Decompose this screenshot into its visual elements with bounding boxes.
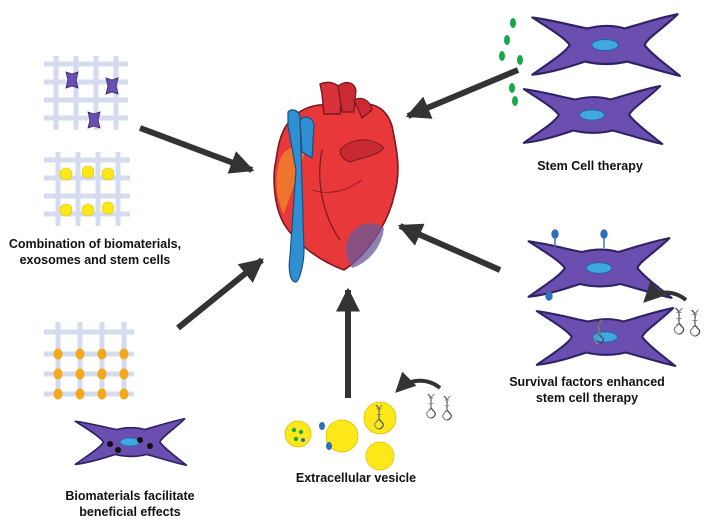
- dna-icon: [673, 307, 685, 335]
- label-stem-cell-therapy: Stem Cell therapy: [520, 158, 660, 174]
- arrow-from-biomaterials: [176, 257, 264, 331]
- heart-icon: [273, 81, 399, 283]
- stem-cell-icon: [535, 306, 677, 368]
- scaffold-orange-dots: [53, 348, 129, 400]
- dna-icon: [442, 395, 452, 421]
- combination-line-1: Combination of biomaterials,: [8, 237, 182, 251]
- arrow-from-stem-cell-therapy: [405, 67, 520, 119]
- label-biomaterials: Biomaterials facilitate beneficial effec…: [40, 488, 220, 520]
- dna-icon: [689, 309, 701, 337]
- extracellular-vesicles: [284, 401, 397, 471]
- stem-cell-icon: [531, 13, 681, 77]
- cell-adhesion-dots: [107, 437, 153, 453]
- stem-cell-icon: [65, 71, 119, 129]
- arrow-from-survival-factors: [397, 223, 502, 273]
- secreted-vesicles: [499, 18, 523, 106]
- biomaterials-line-1: Biomaterials facilitate: [65, 489, 195, 503]
- stem-cell-therapy-text: Stem Cell therapy: [537, 159, 643, 173]
- extracellular-vesicle-text: Extracellular vesicle: [295, 471, 417, 485]
- stem-cell-icon: [522, 84, 664, 146]
- biomaterials-line-2: beneficial effects: [79, 505, 181, 519]
- curved-arrow-icon: [643, 281, 688, 303]
- dna-icon: [426, 393, 436, 419]
- label-survival-factors: Survival factors enhanced stem cell ther…: [494, 374, 680, 406]
- exosome-dots: [59, 165, 115, 217]
- label-combination: Combination of biomaterials, exosomes an…: [2, 236, 188, 268]
- arrow-from-combination: [138, 125, 255, 174]
- survival-line-1: Survival factors enhanced: [509, 375, 665, 389]
- curved-arrow-icon: [395, 371, 442, 393]
- combination-line-2: exosomes and stem cells: [19, 253, 171, 267]
- stem-cell-icon: [74, 417, 188, 467]
- survival-factor-receptors: [545, 229, 608, 301]
- scaffold-grid-icon: [44, 322, 134, 398]
- scaffold-grid-icon: [44, 152, 130, 226]
- label-extracellular-vesicle: Extracellular vesicle: [276, 470, 436, 486]
- survival-line-2: stem cell therapy: [535, 391, 639, 405]
- stem-cell-icon: [527, 237, 673, 299]
